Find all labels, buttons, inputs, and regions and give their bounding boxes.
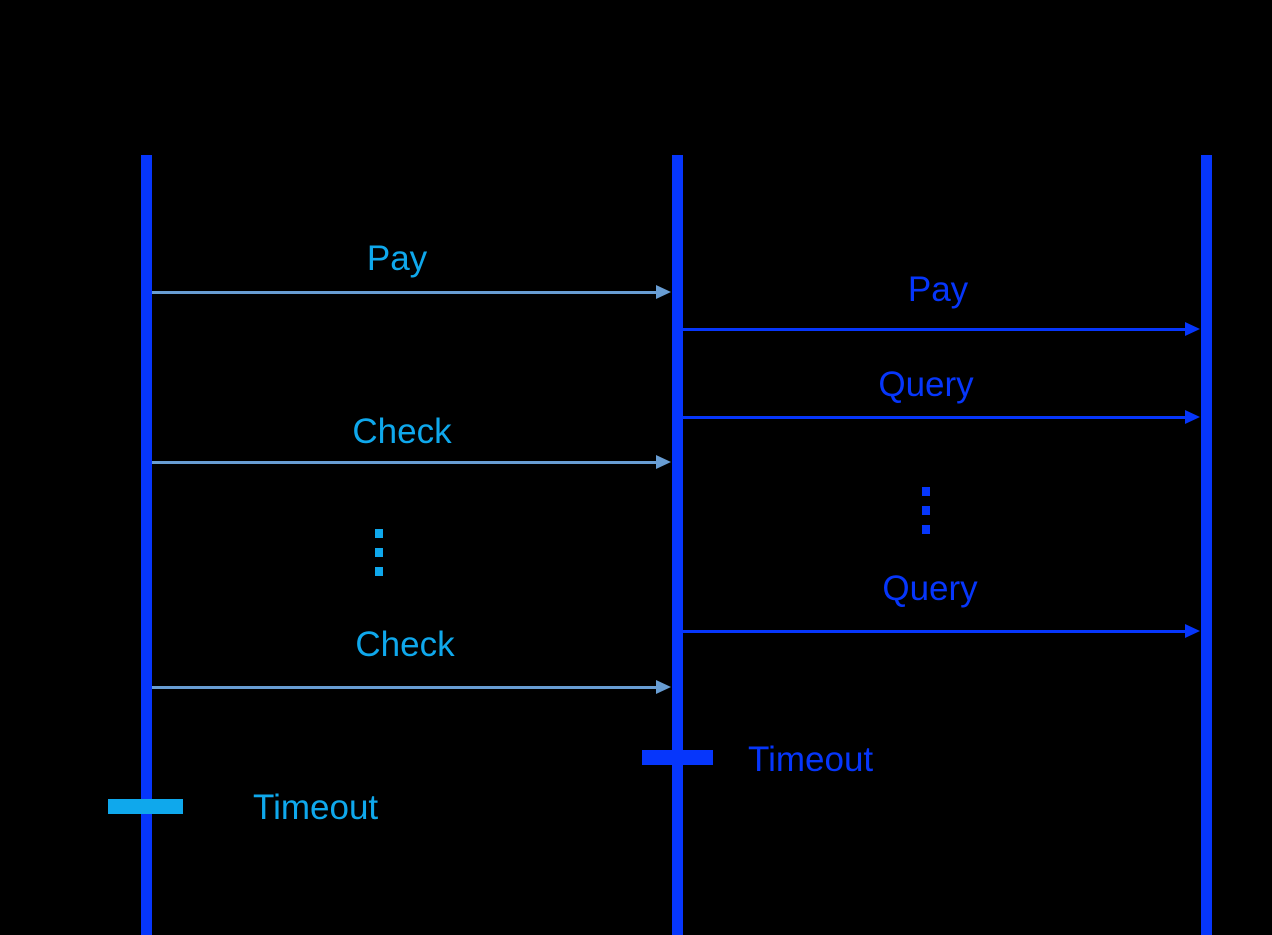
- message-label-pay-right: Pay: [907, 270, 969, 309]
- ellipsis-dot: [375, 567, 383, 576]
- message-arrow-query-1: [683, 408, 1200, 426]
- message-arrow-pay-right: [683, 320, 1200, 338]
- lifeline-left: [141, 155, 152, 935]
- message-arrow-query-2: [683, 622, 1200, 640]
- arrow-shaft: [152, 460, 660, 464]
- ellipsis-dot: [922, 487, 930, 496]
- timeout-bar-middle: [642, 750, 713, 765]
- message-label-check-1: Check: [352, 412, 452, 451]
- arrowhead-icon: [656, 285, 671, 299]
- arrowhead-icon: [1185, 410, 1200, 424]
- arrow-shaft: [683, 327, 1189, 331]
- lifeline-right: [1201, 155, 1212, 935]
- ellipsis-dot: [922, 525, 930, 534]
- ellipsis-dot: [375, 548, 383, 557]
- arrowhead-icon: [656, 680, 671, 694]
- ellipsis-icon: [375, 529, 383, 586]
- arrow-shaft: [683, 629, 1189, 633]
- lifeline-middle: [672, 155, 683, 935]
- message-label-check-2: Check: [355, 625, 455, 664]
- message-arrow-check-1: [152, 453, 671, 471]
- arrow-shaft: [152, 290, 660, 294]
- timeout-label-middle: Timeout: [748, 740, 874, 779]
- timeout-label-left: Timeout: [253, 788, 379, 827]
- ellipsis-dot: [375, 529, 383, 538]
- ellipsis-icon: [922, 487, 930, 544]
- arrow-shaft: [152, 685, 660, 689]
- arrowhead-icon: [1185, 624, 1200, 638]
- arrow-shaft: [683, 415, 1189, 419]
- arrowhead-icon: [656, 455, 671, 469]
- arrowhead-icon: [1185, 322, 1200, 336]
- message-label-pay-left: Pay: [366, 239, 428, 278]
- message-arrow-check-2: [152, 678, 671, 696]
- message-arrow-pay-left: [152, 283, 671, 301]
- timeout-bar-left: [108, 799, 183, 814]
- ellipsis-dot: [922, 506, 930, 515]
- message-label-query-2: Query: [882, 569, 978, 608]
- message-label-query-1: Query: [878, 365, 974, 404]
